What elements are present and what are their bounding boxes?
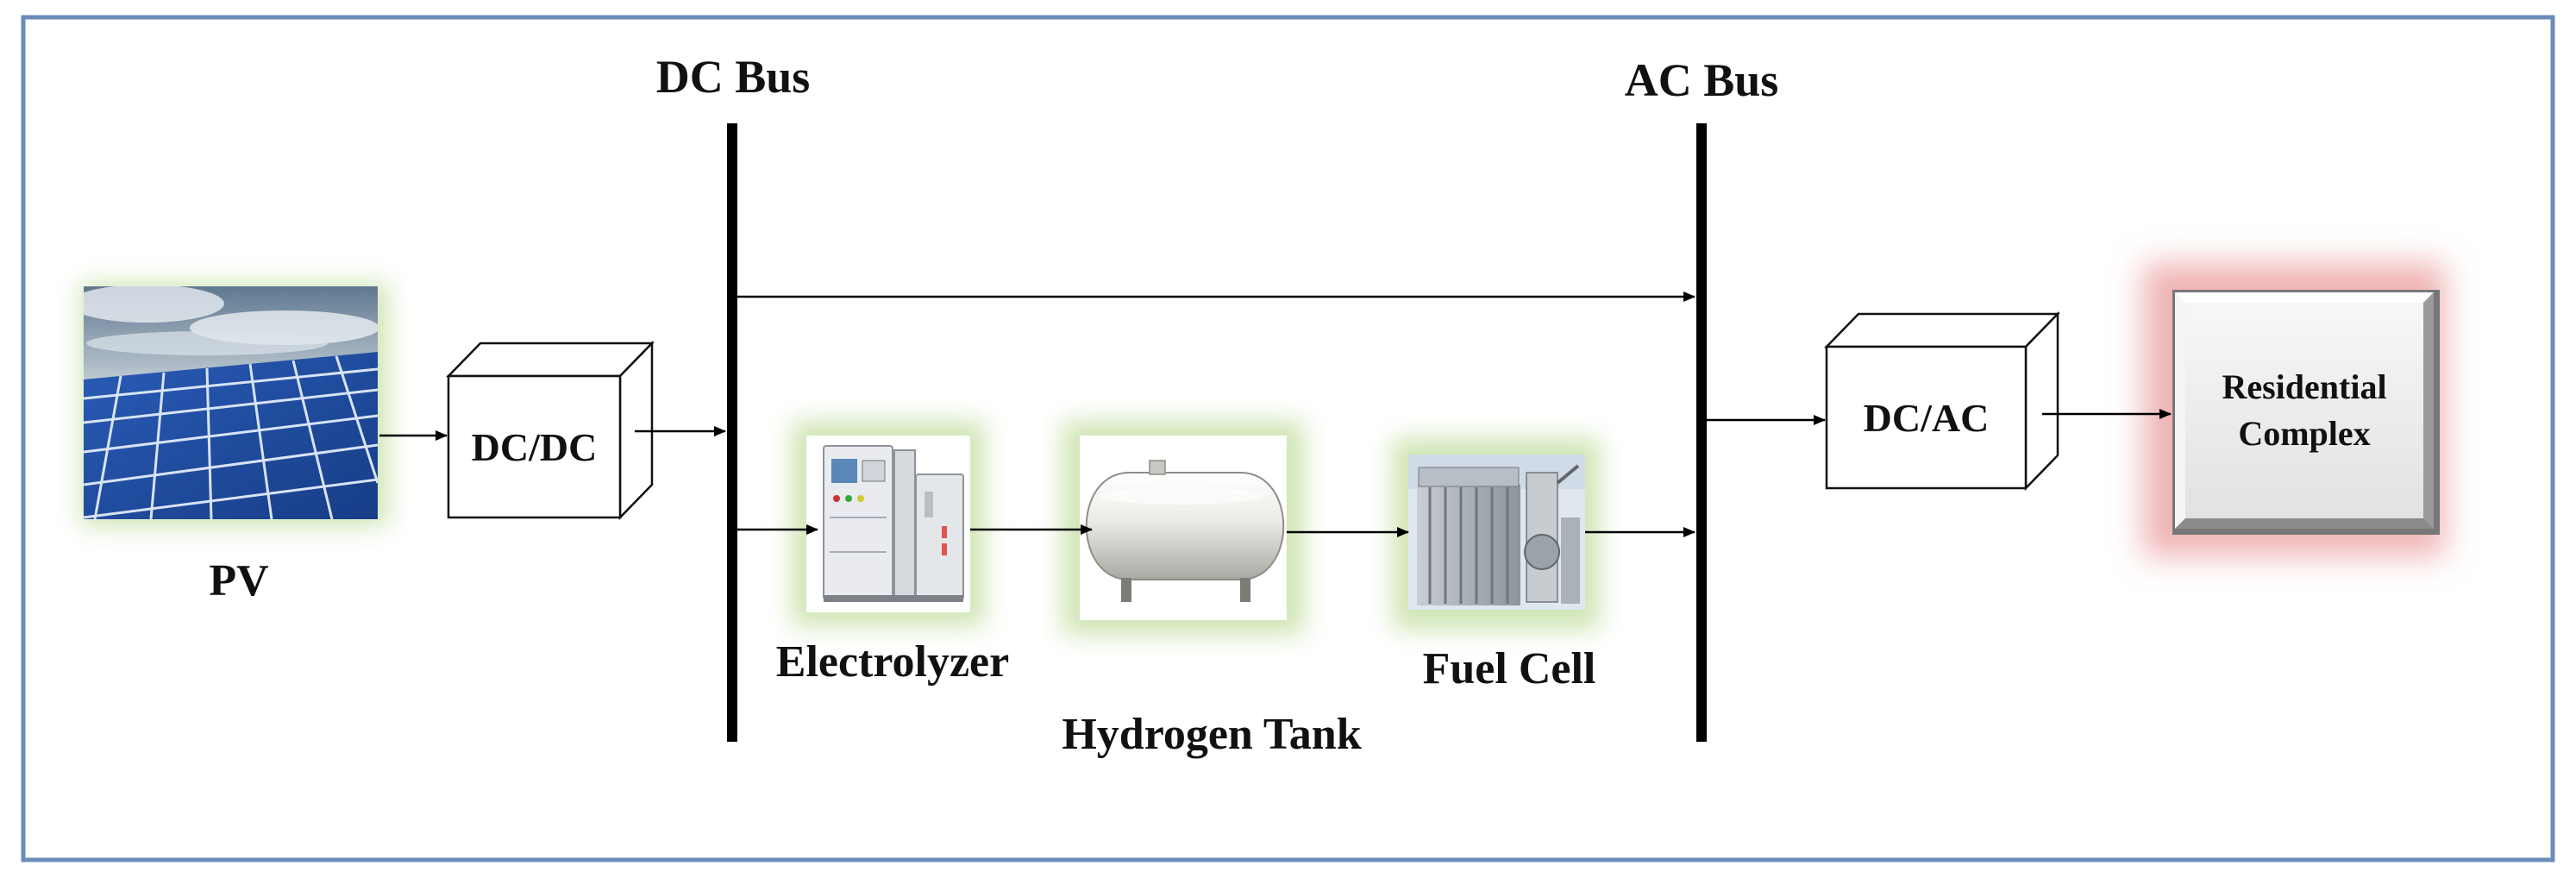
residential-label-line2: Complex bbox=[2238, 414, 2371, 453]
dc-bus-line bbox=[727, 123, 737, 742]
dcdc-converter-box bbox=[446, 340, 655, 521]
residential-complex-label: Residential Complex bbox=[2185, 303, 2423, 518]
dc-bus-label: DC Bus bbox=[655, 51, 811, 103]
ac-bus-label: AC Bus bbox=[1624, 54, 1779, 106]
pv-label: PV bbox=[209, 556, 269, 605]
hydrogen-tank-icon bbox=[1080, 436, 1287, 620]
dcdc-label: DC/DC bbox=[471, 424, 598, 469]
electrolyzer-label: Electrolyzer bbox=[775, 637, 1010, 687]
dcac-label: DC/AC bbox=[1863, 395, 1990, 440]
solar-panel-icon bbox=[84, 286, 378, 519]
connection-lines bbox=[379, 292, 2172, 537]
fuel-cell-icon bbox=[1408, 455, 1585, 610]
ac-bus-line bbox=[1696, 123, 1707, 742]
dcac-inverter-box bbox=[1824, 310, 2060, 492]
hydrogen-tank-label: Hydrogen Tank bbox=[1062, 710, 1362, 759]
residential-label-line1: Residential bbox=[2222, 367, 2387, 406]
electrolyzer-icon bbox=[806, 436, 970, 612]
residential-complex-box bbox=[2172, 290, 2440, 535]
fuel-cell-label: Fuel Cell bbox=[1422, 644, 1596, 693]
